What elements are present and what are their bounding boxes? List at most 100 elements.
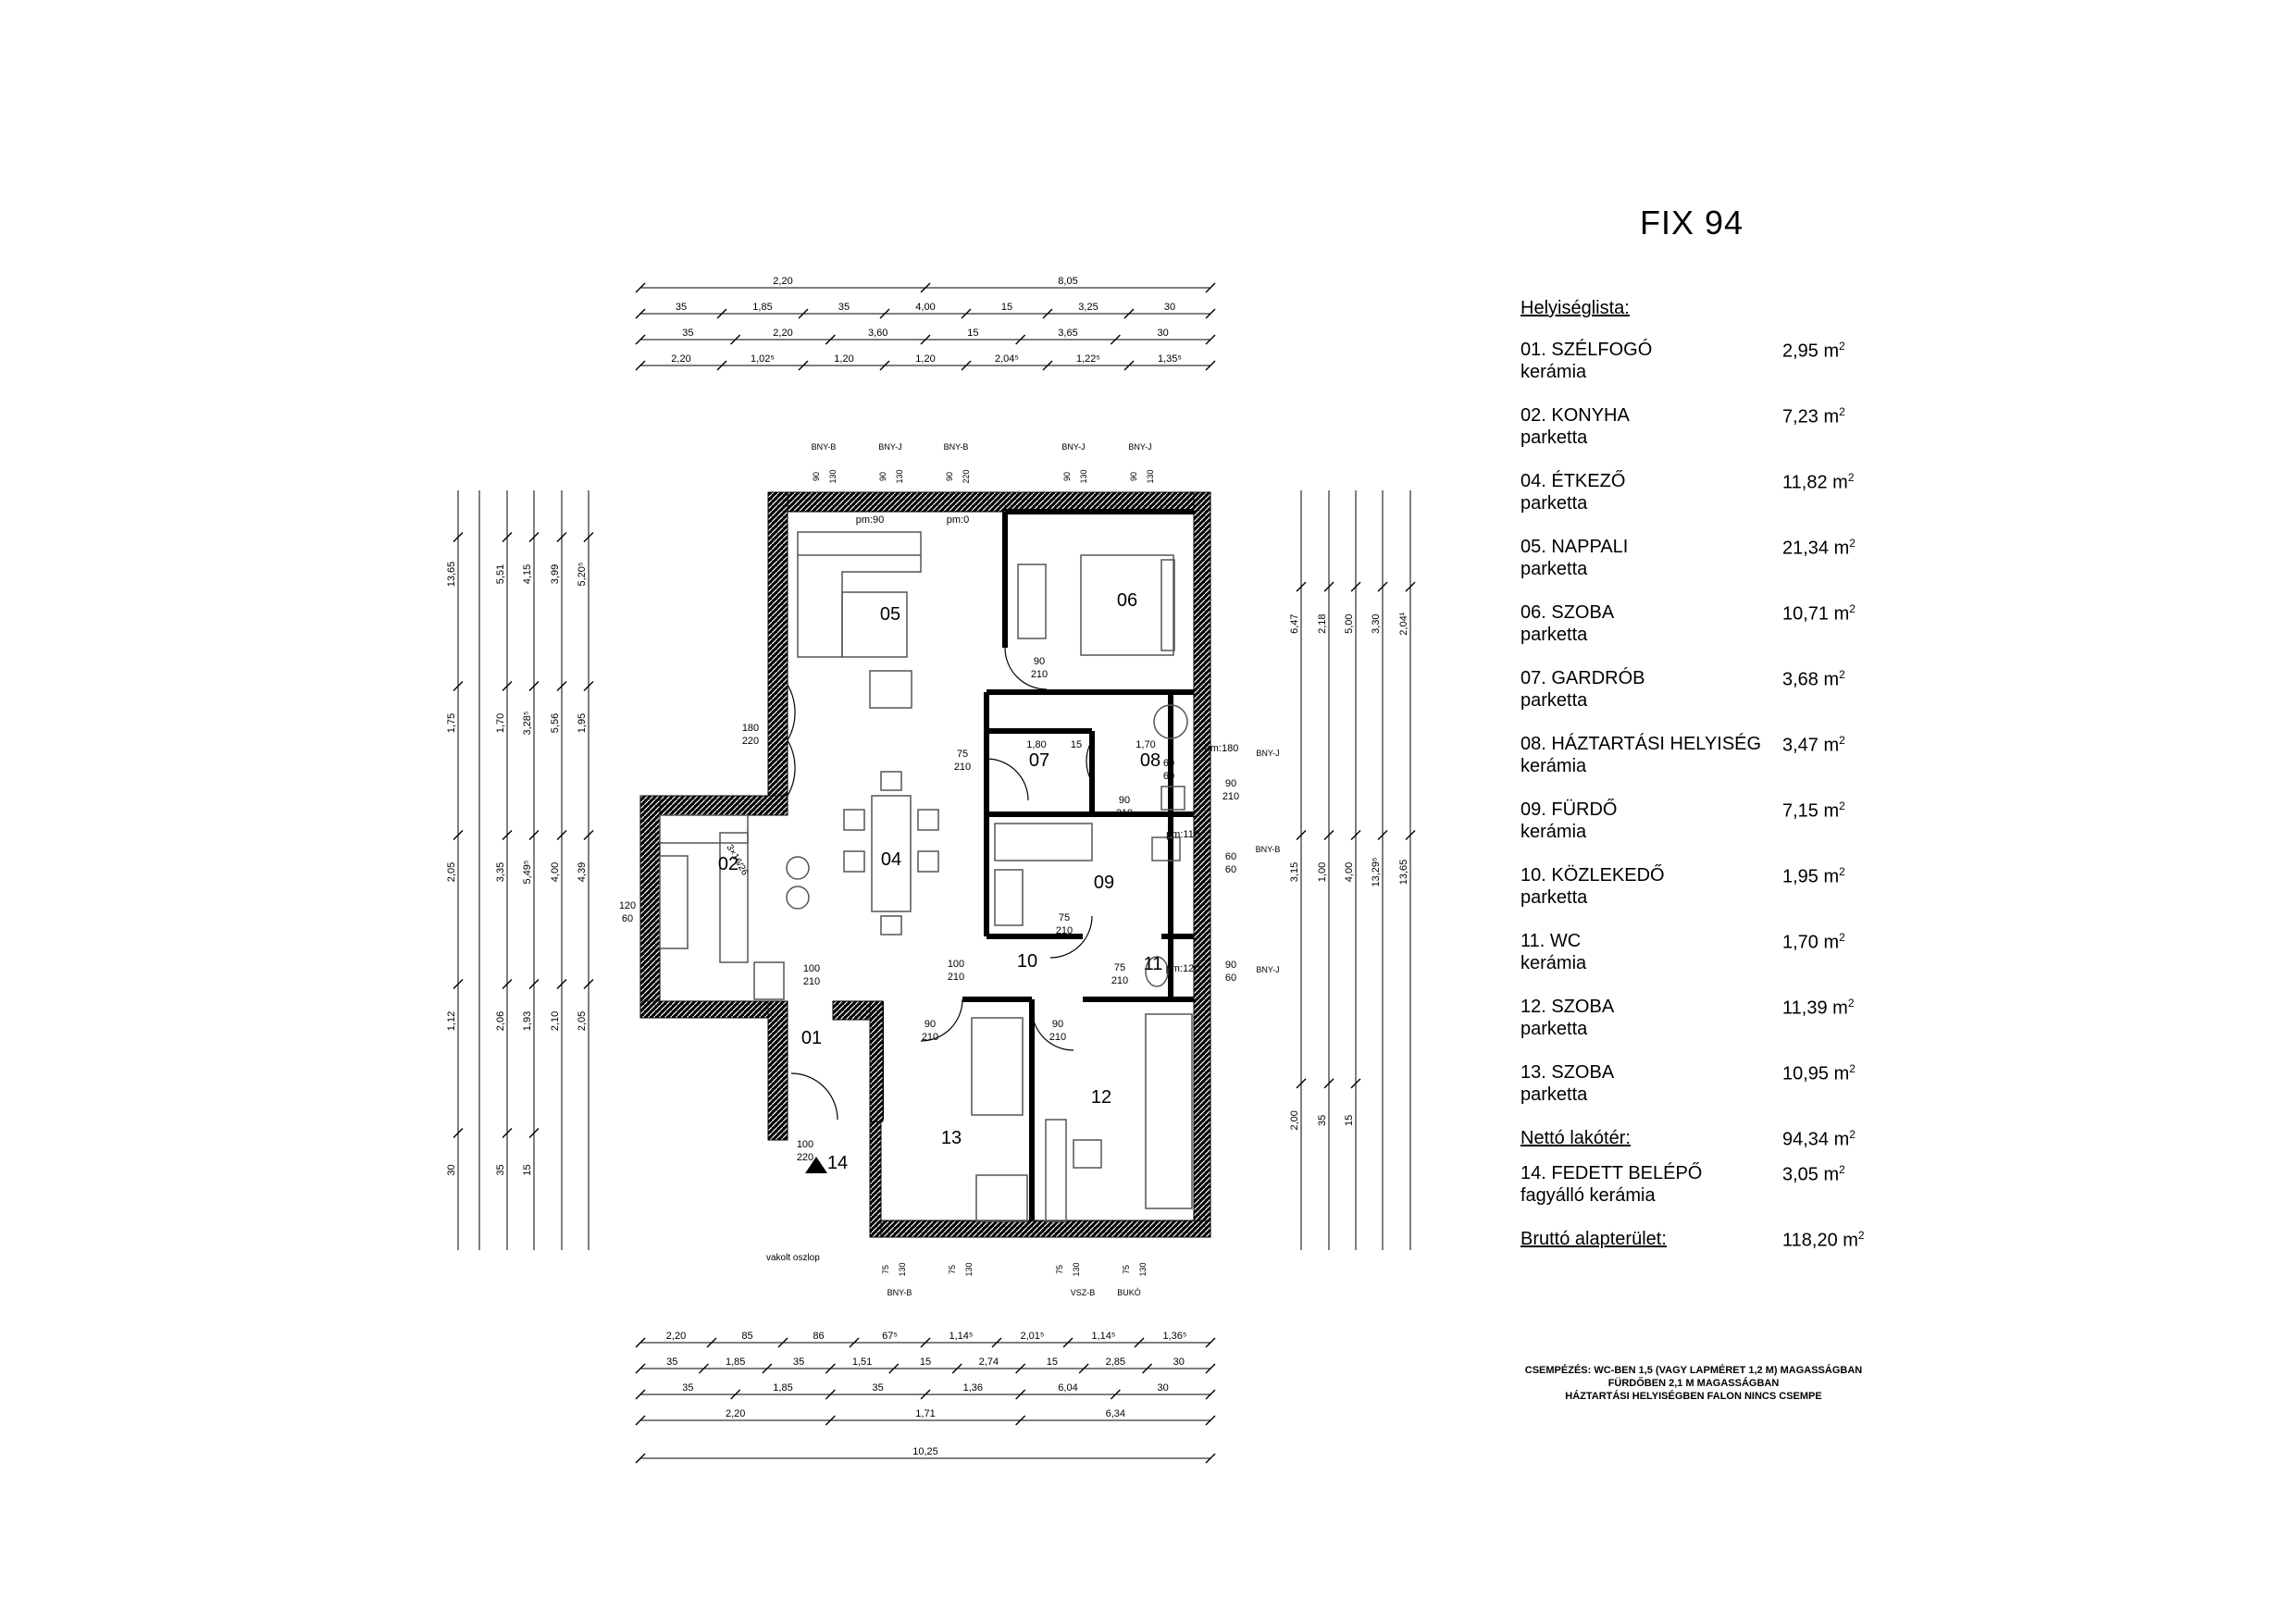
room-name: 02. KONYHA bbox=[1520, 405, 1630, 426]
dimension-value: 2,01⁵ bbox=[1021, 1331, 1045, 1342]
dimension-value: 13,29⁵ bbox=[1371, 857, 1382, 886]
window-size: 75 bbox=[881, 1265, 890, 1274]
dimension-tick bbox=[798, 360, 809, 371]
dimension-value: 3,30 bbox=[1371, 613, 1382, 633]
dimension-tick bbox=[1350, 1078, 1361, 1089]
dimension-tick bbox=[1296, 581, 1307, 592]
window-size: 130 bbox=[898, 1262, 907, 1276]
window-label: BNY-J bbox=[1128, 442, 1151, 452]
door-label: 210 bbox=[1049, 1032, 1066, 1043]
door-label: 90 bbox=[1225, 960, 1236, 971]
room-number: 04 bbox=[881, 849, 901, 870]
dimension-value: 1,14⁵ bbox=[949, 1331, 974, 1342]
door-label: 210 bbox=[948, 972, 964, 983]
dimension-tick bbox=[849, 1337, 860, 1348]
tiling-note: CSEMPÉZÉS: WC-BEN 1,5 (VAGY LAPMÉRET 1,2… bbox=[1462, 1364, 1925, 1403]
dimension-tick bbox=[556, 532, 567, 542]
room-area: 2,95 m2 bbox=[1782, 340, 1845, 362]
dimension-tick bbox=[635, 334, 646, 345]
dimension-tick bbox=[635, 1337, 646, 1348]
room-name: 01. SZÉLFOGÓ bbox=[1520, 340, 1653, 360]
tiling-note-line: CSEMPÉZÉS: WC-BEN 1,5 (VAGY LAPMÉRET 1,2… bbox=[1524, 1365, 1863, 1376]
dimension-value: 30 bbox=[1173, 1357, 1185, 1368]
dimension-value: 30 bbox=[1164, 302, 1175, 313]
dimension-value: 35 bbox=[1317, 1115, 1328, 1126]
room-name: 10. KÖZLEKEDŐ bbox=[1520, 865, 1665, 886]
dimension-value: 1,12 bbox=[446, 1011, 457, 1031]
door-label: 210 bbox=[1031, 669, 1048, 680]
room-floor: parketta bbox=[1520, 887, 1588, 908]
dimension-value: 35 bbox=[682, 328, 693, 339]
room-name: 08. HÁZTARTÁSI HELYISÉG bbox=[1520, 734, 1762, 754]
dimension-value: 1,02⁵ bbox=[751, 353, 775, 365]
dimension-value: 2,10 bbox=[550, 1011, 561, 1031]
room-floor: parketta bbox=[1520, 690, 1588, 711]
dimension-tick bbox=[1377, 581, 1388, 592]
dimension-value: 1,95 bbox=[577, 713, 588, 733]
door-label: 90 bbox=[1034, 656, 1045, 667]
dimension-tick bbox=[1205, 1415, 1216, 1426]
dimension-tick bbox=[1110, 1389, 1121, 1400]
door-label: pm:180 bbox=[1205, 743, 1239, 754]
dimension-tick bbox=[1323, 581, 1334, 592]
room-number: 05 bbox=[880, 604, 900, 625]
room-rows: 01. SZÉLFOGÓ kerámia 2,95 m2 02. KONYHA park… bbox=[1520, 340, 1909, 1128]
dimension-value: 1,71 bbox=[915, 1408, 935, 1419]
dimension-tick bbox=[453, 532, 464, 542]
door-label: 60 bbox=[1163, 771, 1174, 782]
dimension-tick bbox=[888, 1363, 900, 1374]
dimension-tick bbox=[920, 1389, 931, 1400]
dimension-value: 2,04¹ bbox=[1398, 612, 1409, 635]
window-size: 130 bbox=[895, 469, 904, 483]
room-number: 11 bbox=[1144, 954, 1163, 974]
dimension-value: 1,75 bbox=[446, 713, 457, 733]
dimension-tick bbox=[991, 1337, 1002, 1348]
room-name: 07. GARDRÓB bbox=[1520, 668, 1645, 688]
dimension-value: 13,65 bbox=[446, 562, 457, 588]
furniture bbox=[659, 531, 1193, 1222]
room-floor: kerámia bbox=[1520, 953, 1587, 973]
dimension-value: 2,05 bbox=[577, 1011, 588, 1031]
room-floor: parketta bbox=[1520, 1019, 1588, 1039]
door-label: 210 bbox=[922, 1032, 938, 1043]
dimension-tick bbox=[453, 979, 464, 989]
inner-walls-hatched bbox=[832, 1000, 884, 1122]
dimension-tick bbox=[1015, 334, 1026, 345]
dimension-tick bbox=[453, 830, 464, 840]
dimension-tick bbox=[1078, 1363, 1089, 1374]
dimension-tick bbox=[1205, 1363, 1216, 1374]
door-label: 210 bbox=[803, 976, 820, 987]
doors bbox=[787, 647, 1093, 1121]
dimension-tick bbox=[1350, 581, 1361, 592]
window-size: 130 bbox=[1138, 1262, 1148, 1276]
drawing-title: FIX 94 bbox=[1640, 204, 1744, 242]
dimension-tick bbox=[1323, 830, 1334, 840]
dimension-value: 1,51 bbox=[852, 1357, 872, 1368]
dimension-tick bbox=[1015, 1363, 1026, 1374]
dimension-value: 85 bbox=[741, 1331, 752, 1342]
dimension-value: 2,20 bbox=[773, 276, 792, 287]
dimension-value: 2,85 bbox=[1106, 1357, 1125, 1368]
net-area-row: Nettó lakótér: 94,34 m2 bbox=[1520, 1128, 1909, 1163]
dimension-value: 5,00 bbox=[1344, 613, 1355, 633]
dimension-tick bbox=[920, 1337, 931, 1348]
dimension-tick bbox=[1205, 1389, 1216, 1400]
dimension-value: 1,22⁵ bbox=[1076, 353, 1100, 365]
dimension-value: 2,06 bbox=[495, 1011, 506, 1031]
dimension-value: 1,36 bbox=[963, 1382, 983, 1394]
dimension-tick bbox=[556, 979, 567, 989]
dimension-tick bbox=[762, 1363, 773, 1374]
door-label: 90 bbox=[1052, 1019, 1063, 1030]
door-label: 60 bbox=[622, 913, 633, 924]
dimension-tick bbox=[453, 681, 464, 691]
dimension-value: 6,47 bbox=[1289, 613, 1300, 633]
dimension-tick bbox=[825, 1389, 836, 1400]
covered-entry-row: 14. FEDETT BELÉPŐ fagyálló kerámia 3,05 … bbox=[1520, 1163, 1909, 1229]
room-name: 13. SZOBA bbox=[1520, 1062, 1615, 1083]
window-size: 90 bbox=[1129, 472, 1138, 481]
